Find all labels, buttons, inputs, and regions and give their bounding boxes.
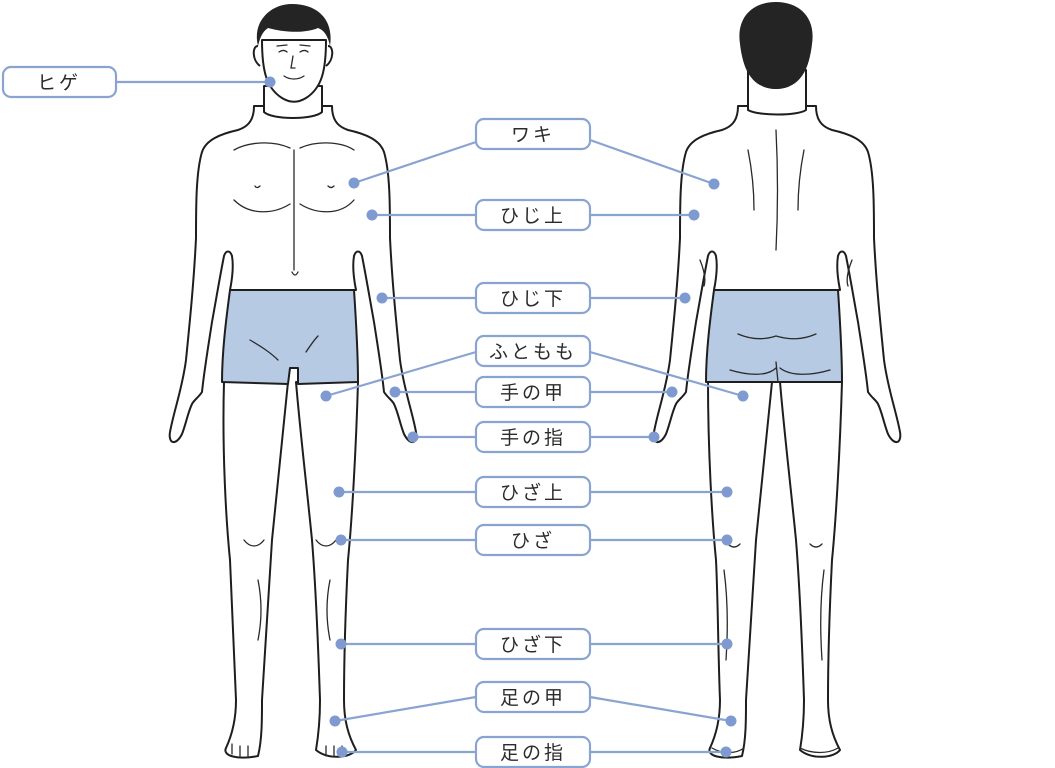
leader-lines xyxy=(116,76,749,758)
dot-fingers-back xyxy=(648,431,660,443)
label-upper-arm: ひじ上 xyxy=(474,198,592,232)
label-beard: ヒゲ xyxy=(1,65,118,99)
label-forearm: ひじ下 xyxy=(474,281,592,315)
label-knee-text: ひざ xyxy=(511,529,555,552)
label-thigh-text: ふともも xyxy=(489,341,577,363)
front-left-leg xyxy=(222,381,289,759)
label-hand-back: 手の甲 xyxy=(474,375,592,409)
label-foot-top: 足の甲 xyxy=(474,680,592,714)
label-toes: 足の指 xyxy=(474,735,592,768)
dot-knee-front xyxy=(335,534,347,546)
label-beard-text: ヒゲ xyxy=(37,72,81,94)
label-fingers-text: 手の指 xyxy=(500,427,566,449)
dot-toes-back xyxy=(720,746,732,758)
label-hand-back-text: 手の甲 xyxy=(500,382,566,404)
dot-above-knee-front xyxy=(333,486,345,498)
label-armpit: ワキ xyxy=(474,117,592,151)
front-shorts xyxy=(221,289,359,385)
dot-thigh-back xyxy=(737,390,749,402)
label-foot-top-text: 足の甲 xyxy=(500,687,566,709)
dot-above-knee-back xyxy=(721,486,733,498)
label-above-knee: ひざ上 xyxy=(474,475,592,509)
label-toes-text: 足の指 xyxy=(500,742,566,764)
back-right-leg xyxy=(779,381,843,758)
label-above-knee-text: ひざ上 xyxy=(500,481,566,504)
dot-hand-back-front xyxy=(389,386,401,398)
front-right-leg xyxy=(295,381,359,758)
front-hair xyxy=(256,4,331,46)
label-below-knee: ひざ下 xyxy=(474,627,592,661)
dot-forearm-front xyxy=(376,292,388,304)
dot-hand-back-back xyxy=(666,386,678,398)
back-hair xyxy=(739,2,813,89)
dot-below-knee-back xyxy=(721,638,733,650)
label-knee: ひざ xyxy=(474,523,592,557)
front-head xyxy=(261,39,327,103)
dot-toes-front xyxy=(336,746,348,758)
dot-knee-back xyxy=(721,534,733,546)
back-figure xyxy=(652,2,902,759)
dot-fingers-front xyxy=(407,431,419,443)
dot-armpit-front xyxy=(348,177,360,189)
dot-upper-arm-front xyxy=(366,209,378,221)
dot-beard xyxy=(264,76,276,88)
label-upper-arm-text: ひじ上 xyxy=(500,205,566,227)
label-below-knee-text: ひざ下 xyxy=(500,633,566,656)
label-thigh: ふともも xyxy=(474,334,592,368)
labels: ヒゲ ワキ ひじ上 ひじ下 ふともも 手の甲 手の指 ひざ上 xyxy=(1,65,592,768)
dot-foot-top-back xyxy=(725,715,737,727)
dot-below-knee-front xyxy=(335,638,347,650)
dot-upper-arm-back xyxy=(688,209,700,221)
back-torso xyxy=(652,105,902,443)
label-forearm-text: ひじ下 xyxy=(500,288,566,310)
front-figure xyxy=(168,4,418,759)
dot-forearm-back xyxy=(679,292,691,304)
back-left-leg xyxy=(707,381,773,759)
dot-foot-top-front xyxy=(329,715,341,727)
label-armpit-text: ワキ xyxy=(511,124,555,146)
label-fingers: 手の指 xyxy=(474,420,592,454)
dot-thigh-front xyxy=(320,390,332,402)
dot-armpit-back xyxy=(708,178,720,190)
